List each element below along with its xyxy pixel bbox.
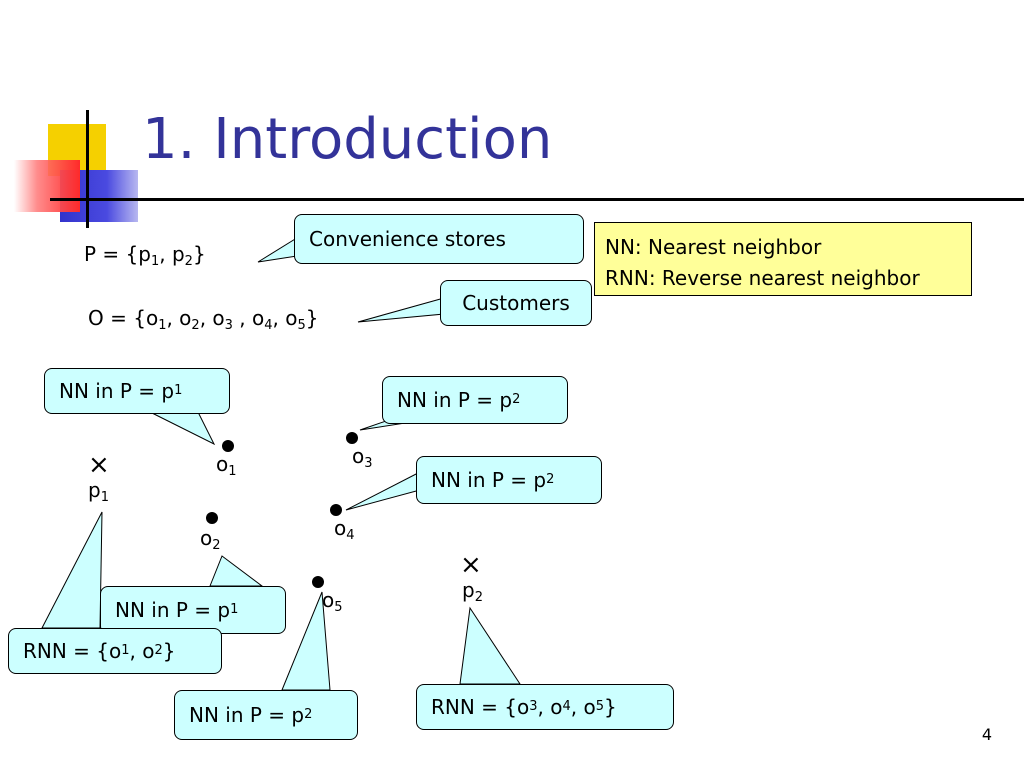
tail-rnn-p1 (41, 511, 103, 629)
tail-customers (357, 297, 445, 323)
callout-customers: Customers (440, 280, 592, 326)
logo-red-block (14, 160, 80, 212)
tail-nn-o2 (209, 555, 264, 587)
store-p1-label: p1 (88, 478, 109, 505)
customer-o4-dot (330, 504, 342, 516)
customer-o2-dot (206, 512, 218, 524)
tail-rnn-p2 (459, 606, 521, 685)
customer-o1-dot (222, 440, 234, 452)
tail-nn-o4 (345, 471, 421, 511)
customer-o5-label: o5 (322, 588, 343, 615)
customer-o3-label: o3 (352, 444, 373, 471)
customer-o2-label: o2 (200, 526, 221, 553)
logo-vertical-rule (86, 110, 89, 228)
tail-nn-o1 (149, 411, 216, 446)
store-p2-marker: × (460, 550, 482, 580)
slide-title: 1. Introduction (142, 107, 553, 172)
customer-o4-label: o4 (334, 516, 355, 543)
set-P: P = {p1, p2} (84, 242, 206, 269)
callout-convenience-stores: Convenience stores (294, 214, 584, 264)
store-p1-marker: × (88, 450, 110, 480)
store-p2-label: p2 (462, 578, 483, 605)
title-underline-rule (50, 198, 1024, 201)
customer-o1-label: o1 (216, 452, 237, 479)
set-O: O = {o1, o2, o3 , o4, o5} (88, 306, 319, 333)
legend-rnn: RNN: Reverse nearest neighbor (605, 266, 920, 290)
customer-o5-dot (312, 576, 324, 588)
customer-o3-dot (346, 432, 358, 444)
page-number: 4 (981, 725, 992, 744)
legend-nn: NN: Nearest neighbor (605, 235, 822, 259)
legend-box: NN: Nearest neighbor RNN: Reverse neares… (594, 222, 972, 296)
